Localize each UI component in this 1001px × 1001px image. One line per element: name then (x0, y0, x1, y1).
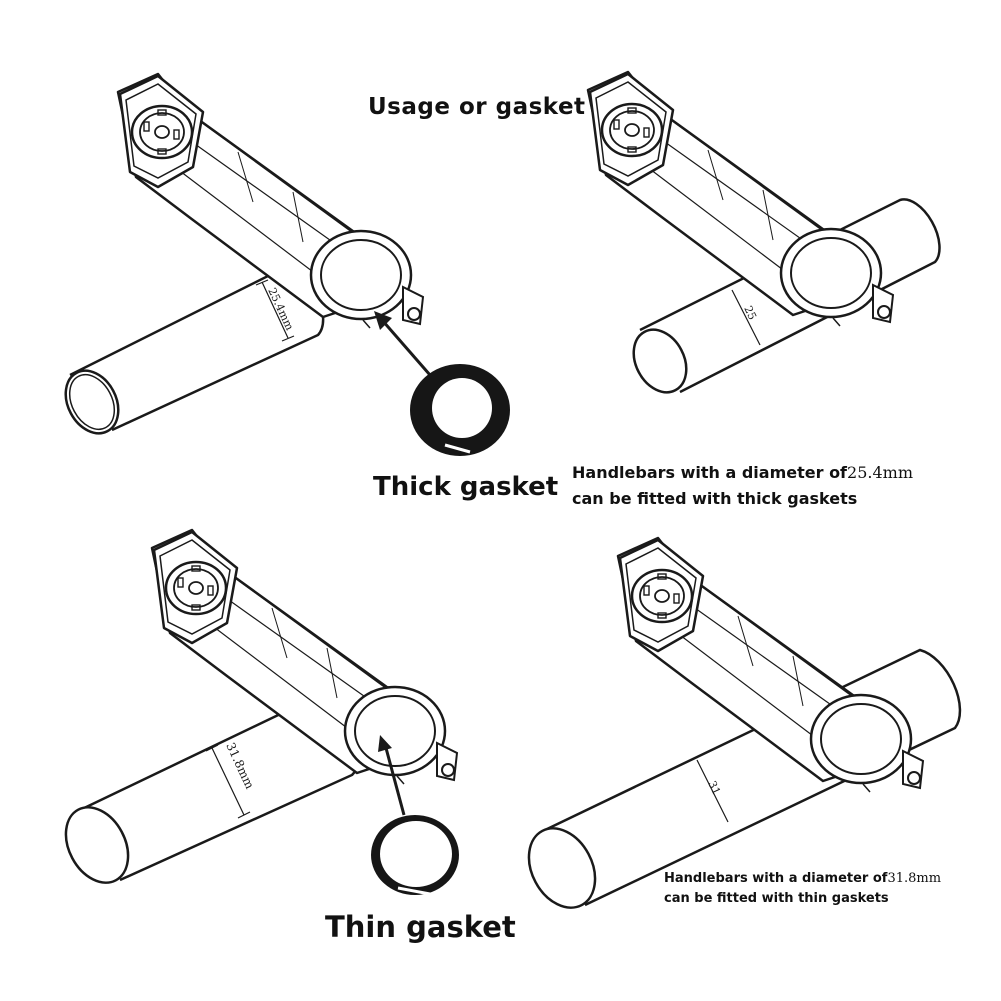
thin-gasket-ring (371, 815, 459, 896)
mounted-dimension-label: 31 (705, 779, 723, 797)
note-diameter-value: 31.8mm (887, 871, 942, 886)
bottom-right-illustration: 31 (527, 536, 962, 909)
thick-gasket-label: Thick gasket (373, 472, 559, 502)
note-text: Handlebars with a diameter of (664, 871, 888, 886)
top-right-illustration: 25 (586, 70, 941, 394)
bar-31-8mm: 31.8mm (64, 693, 361, 884)
thin-gasket-label: Thin gasket (325, 910, 516, 944)
note-line-1: Handlebars with a diameter of25.4mm (572, 460, 913, 486)
thin-gasket-note: Handlebars with a diameter of31.8mm can … (664, 869, 941, 909)
page-title: Usage or gasket (368, 94, 586, 120)
note-diameter-value: 25.4mm (847, 463, 913, 482)
pointer-arrow (374, 311, 432, 376)
note-text: Handlebars with a diameter of (572, 463, 848, 482)
thick-gasket-ring (410, 364, 510, 456)
note-line-2: can be fitted with thin gaskets (664, 891, 889, 906)
note-line-2: can be fitted with thick gaskets (572, 489, 858, 508)
thick-gasket-note: Handlebars with a diameter of25.4mm can … (572, 460, 913, 512)
bar-25-4mm: 25.4mm (64, 267, 325, 435)
mounted-dimension-label: 25 (741, 304, 759, 322)
top-left-illustration: 25.4mm (64, 72, 510, 456)
note-line-1: Handlebars with a diameter of31.8mm (664, 869, 941, 889)
pointer-arrow (378, 735, 406, 816)
bottom-left-illustration: 31.8mm (64, 528, 459, 896)
